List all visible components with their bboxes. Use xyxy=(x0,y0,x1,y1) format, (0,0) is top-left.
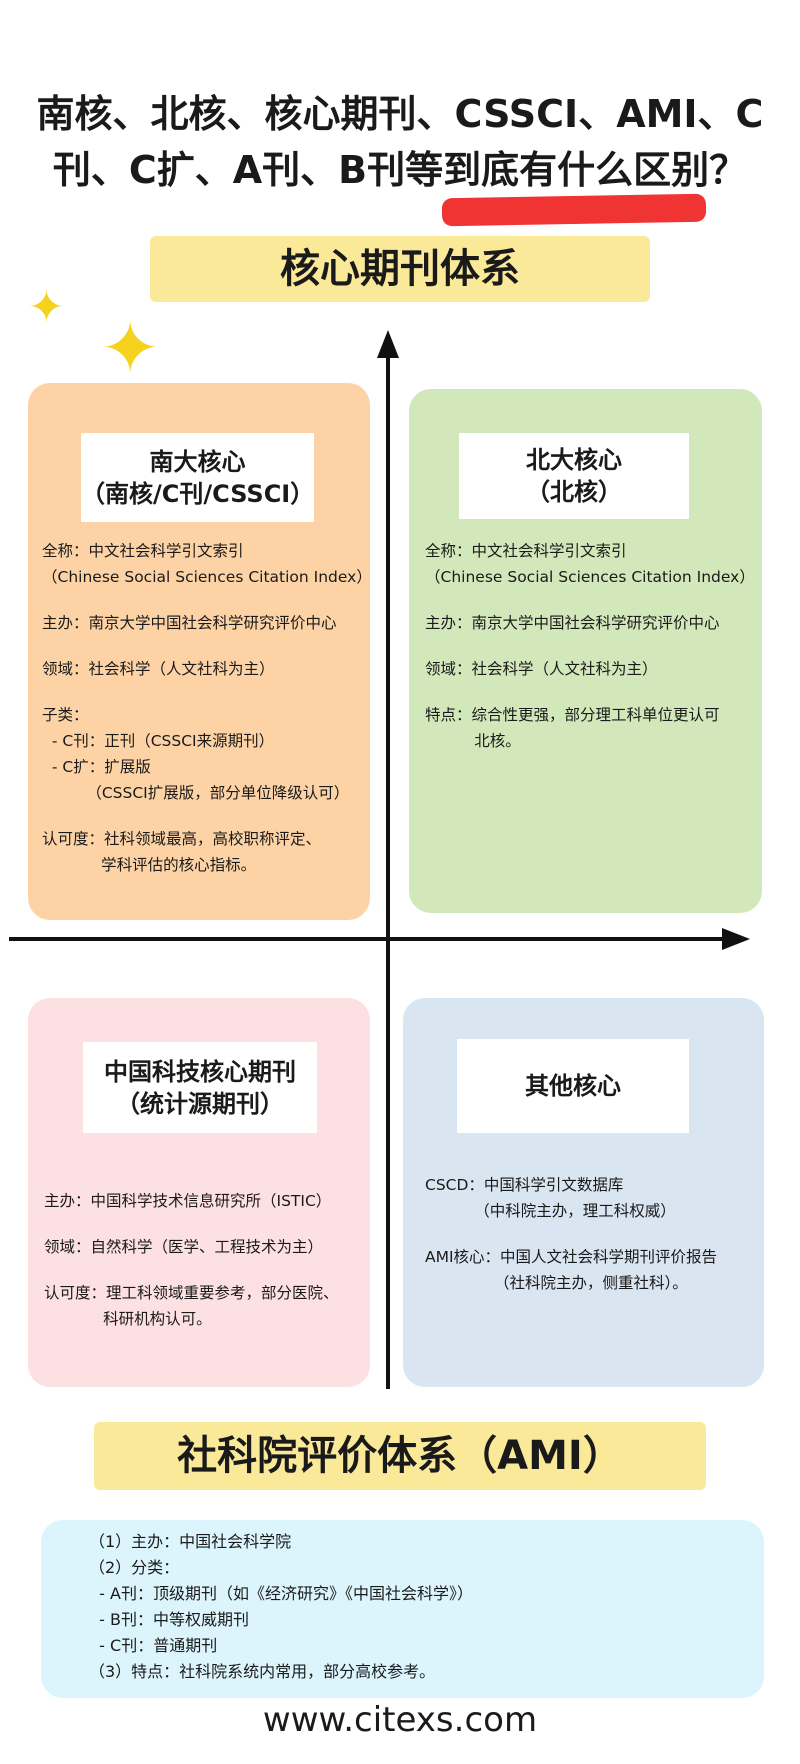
text-line: CSCD：中国科学引文数据库 xyxy=(425,1176,624,1194)
text-line xyxy=(425,682,755,702)
horizontal-axis xyxy=(9,937,734,941)
text-line: 主办：南京大学中国社会科学研究评价中心 xyxy=(425,614,720,632)
section-banner-core: 核心期刊体系 xyxy=(150,236,650,302)
text-line xyxy=(44,1214,339,1234)
card-qita: 其他核心 CSCD：中国科学引文数据库 （中科院主办，理工科权威） AMI核心：… xyxy=(403,998,764,1387)
card-text: 主办：中国科学技术信息研究所（ISTIC） 领域：自然科学（医学、工程技术为主）… xyxy=(44,1188,339,1332)
sparkle-icon: ✦ xyxy=(28,282,65,333)
arrow-up-icon xyxy=(377,330,399,358)
card-label: 南大核心 （南核/C刊/CSSCI） xyxy=(81,433,314,522)
text-line: （2）分类： xyxy=(89,1558,180,1577)
title-highlight xyxy=(441,193,707,227)
card-label: 其他核心 xyxy=(457,1039,689,1133)
sparkle-icon: ✦ xyxy=(100,306,161,390)
text-line: - B刊：中等权威期刊 xyxy=(89,1610,250,1629)
card-label: 北大核心 （北核） xyxy=(459,433,689,519)
card-nanda: 南大核心 （南核/C刊/CSSCI） 全称：中文社会科学引文索引 （Chinese… xyxy=(28,383,372,920)
text-line xyxy=(425,590,755,610)
text-line xyxy=(42,590,372,610)
card-text: 全称：中文社会科学引文索引 （Chinese Social Sciences Ci… xyxy=(42,538,372,878)
text-line: （CSSCI扩展版，部分单位降级认可） xyxy=(42,784,350,802)
section-banner-ami: 社科院评价体系（AMI） xyxy=(94,1422,706,1490)
text-line: 认可度：社科领域最高，高校职称评定、 xyxy=(42,830,322,848)
text-line: （Chinese Social Sciences Citation Index） xyxy=(42,568,372,586)
text-line: 领域：社会科学（人文社科为主） xyxy=(425,660,658,678)
card-beida: 北大核心 （北核） 全称：中文社会科学引文索引 （Chinese Social S… xyxy=(409,389,762,913)
text-line: 特点：综合性更强，部分理工科单位更认可 xyxy=(425,706,720,724)
text-line: 认可度：理工科领域重要参考，部分医院、 xyxy=(44,1284,339,1302)
text-line: 全称：中文社会科学引文索引 xyxy=(42,542,244,560)
text-line: 主办：中国科学技术信息研究所（ISTIC） xyxy=(44,1192,332,1210)
text-line xyxy=(44,1260,339,1280)
ami-box: （1）主办：中国社会科学院 （2）分类： - A刊：顶级期刊（如《经济研究》《中国… xyxy=(41,1520,764,1698)
page-title: 南核、北核、核心期刊、CSSCI、AMI、C 刊、C扩、A刊、B刊等到底有什么区… xyxy=(36,92,764,192)
text-line: AMI核心：中国人文社会科学期刊评价报告 xyxy=(425,1248,718,1266)
card-label: 中国科技核心期刊 （统计源期刊） xyxy=(83,1042,317,1133)
card-text: CSCD：中国科学引文数据库 （中科院主办，理工科权威） AMI核心：中国人文社… xyxy=(425,1172,717,1296)
text-line: 主办：南京大学中国社会科学研究评价中心 xyxy=(42,614,337,632)
text-line: 子类： xyxy=(42,706,89,724)
arrow-right-icon xyxy=(722,928,750,950)
ami-text: （1）主办：中国社会科学院 （2）分类： - A刊：顶级期刊（如《经济研究》《中国… xyxy=(89,1529,473,1685)
text-line: 学科评估的核心指标。 xyxy=(42,856,257,874)
text-line: （社科院主办，侧重社科）。 xyxy=(425,1274,688,1292)
text-line: 领域：自然科学（医学、工程技术为主） xyxy=(44,1238,324,1256)
text-line xyxy=(425,1224,717,1244)
vertical-axis xyxy=(386,345,390,1389)
text-line: （Chinese Social Sciences Citation Index） xyxy=(425,568,755,586)
text-line: - C刊：正刊（CSSCI来源期刊） xyxy=(42,732,275,750)
text-line xyxy=(425,636,755,656)
text-line: - C刊：普通期刊 xyxy=(89,1636,218,1655)
text-line xyxy=(42,806,372,826)
text-line: （1）主办：中国社会科学院 xyxy=(89,1532,292,1551)
text-line: （3）特点：社科院系统内常用，部分高校参考。 xyxy=(89,1662,436,1681)
text-line: - A刊：顶级期刊（如《经济研究》《中国社会科学》） xyxy=(89,1584,473,1603)
footer-url[interactable]: www.citexs.com xyxy=(262,1700,538,1740)
card-text: 全称：中文社会科学引文索引 （Chinese Social Sciences Ci… xyxy=(425,538,755,754)
text-line: 科研机构认可。 xyxy=(44,1310,212,1328)
text-line: 全称：中文社会科学引文索引 xyxy=(425,542,627,560)
text-line xyxy=(42,682,372,702)
text-line: （中科院主办，理工科权威） xyxy=(425,1202,676,1220)
text-line: 领域：社会科学（人文社科为主） xyxy=(42,660,275,678)
text-line: 北核。 xyxy=(425,732,521,750)
text-line: - C扩：扩展版 xyxy=(42,758,151,776)
text-line xyxy=(42,636,372,656)
card-keji: 中国科技核心期刊 （统计源期刊） 主办：中国科学技术信息研究所（ISTIC） 领… xyxy=(28,998,370,1387)
